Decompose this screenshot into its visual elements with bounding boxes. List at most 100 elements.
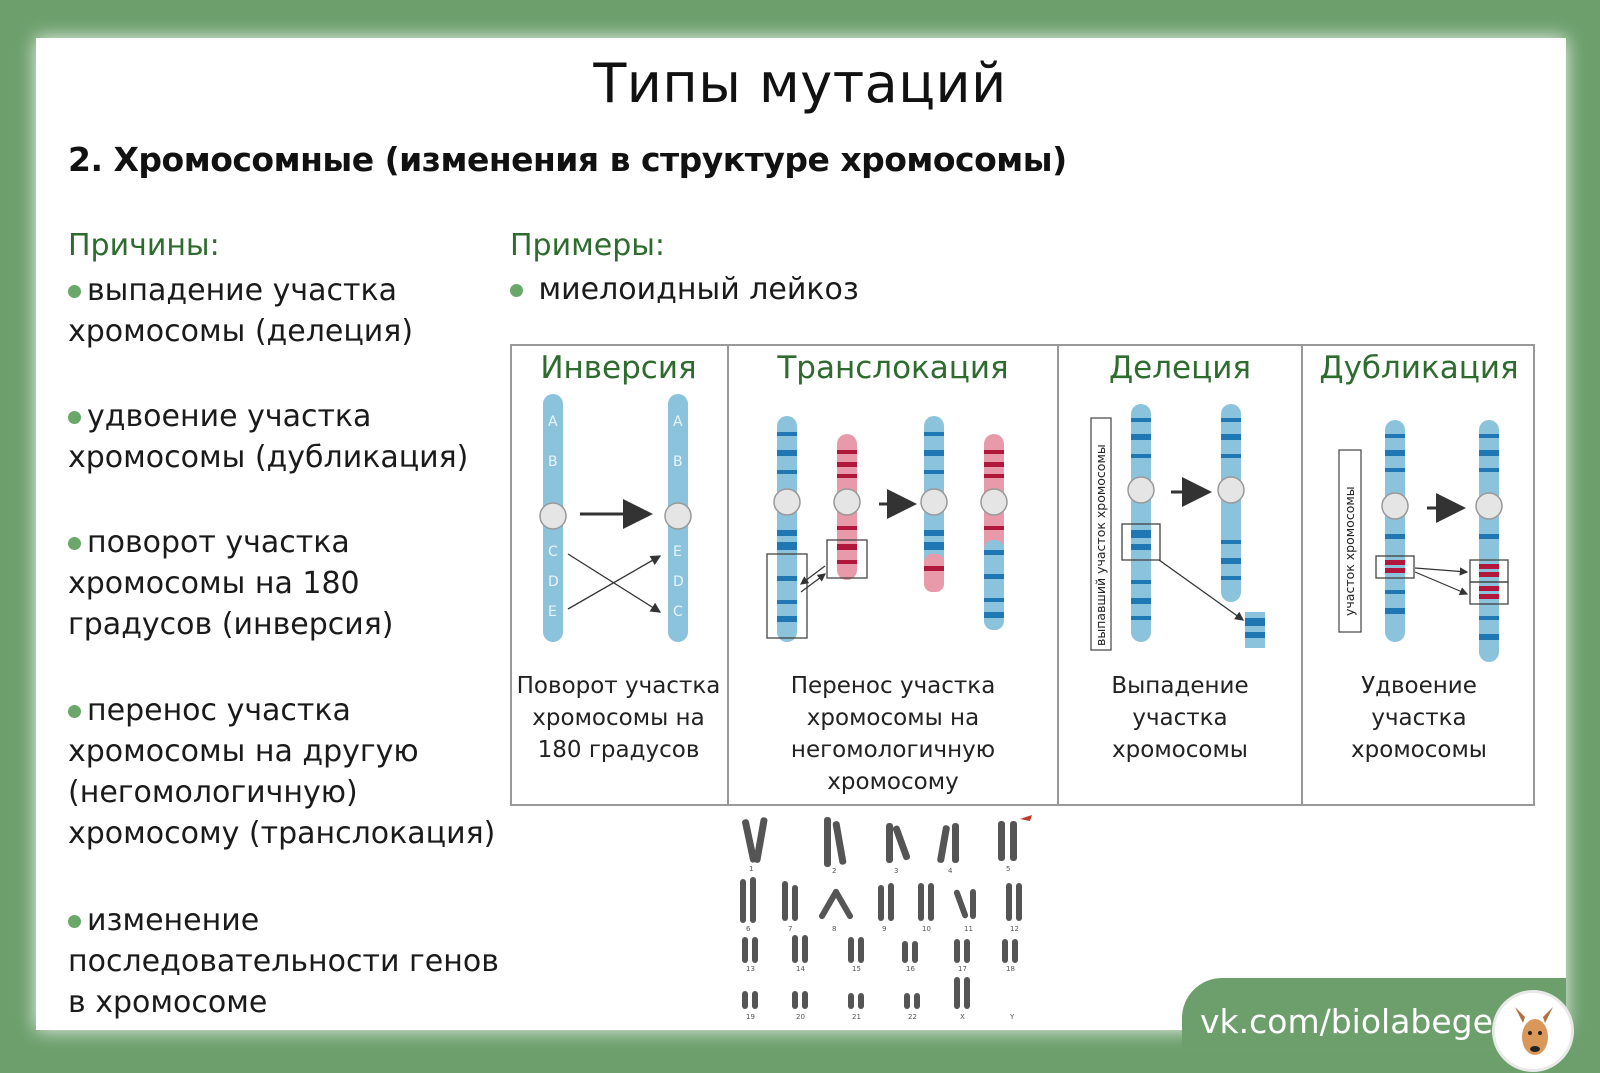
segment-box [1469,581,1509,605]
segment-box [766,553,808,639]
centromere [1127,476,1155,504]
centromere [773,488,801,516]
centromere [1217,476,1245,504]
chromosome [1385,420,1405,642]
panel-deletion: Делеция выпавший участок хромосомы Выпад… [1057,344,1301,806]
karyotype-number: 17 [958,965,967,973]
bullet-dot [510,284,523,297]
inversion-illustration: A B C D E A B E D C [539,394,692,642]
karyotype-number: 20 [796,1013,805,1021]
karyotype-number: 14 [796,965,805,973]
karyotype-number: X [960,1013,965,1021]
karyotype-number: 3 [894,867,898,875]
arrow-icon [1414,571,1469,596]
example-item: миелоидный лейкоз [510,272,859,307]
bullet-dot [68,915,81,928]
centromere [1475,492,1503,520]
bullet-dot [68,285,81,298]
arrow-icon [1158,559,1245,621]
karyotype-number: 16 [906,965,915,973]
karyotype-number: 22 [908,1013,917,1021]
panel-duplication: Дубликация участок хромосомы [1301,344,1535,806]
karyotype-number: 1 [749,865,753,873]
karyotype-number: 5 [1006,865,1010,873]
karyotype-number: 13 [746,965,755,973]
gene-label: A [548,414,558,430]
gene-label: B [673,454,683,470]
centromere [920,488,948,516]
panel-caption: Удвоение участка хромосомы [1351,673,1487,763]
karyotype-number: 18 [1006,965,1015,973]
centromere [539,502,567,530]
gene-label: D [548,574,559,590]
panel-title: Инверсия [540,350,697,386]
deer-logo-icon [1492,990,1574,1072]
karyotype-number: 7 [788,925,792,933]
watermark-link[interactable]: vk.com/biolabege [1200,1002,1493,1041]
cause-item-sequence-change: изменение последовательности генов в хро… [68,903,499,1020]
gene-label: B [548,454,558,470]
side-label-box [1090,417,1112,651]
karyotype-image: 1 2 3 4 5 6 7 8 9 10 11 12 13 14 15 16 1… [740,815,1032,1021]
panel-title: Транслокация [777,350,1009,386]
page-title: Типы мутаций [593,52,1007,115]
karyotype-number: 6 [746,925,751,933]
chromosome [777,416,797,642]
examples-heading: Примеры: [510,228,666,263]
karyotype-number: 2 [832,867,836,875]
side-label-box [1338,449,1362,633]
arrow-icon [800,573,826,593]
deletion-illustration: выпавший участок хромосомы [1090,404,1265,651]
karyotype-number: 19 [746,1013,755,1021]
panel-caption: Поворот участка хромосомы на 180 градусо… [516,673,721,763]
panel-caption: Выпадение участка хромосомы [1111,673,1249,763]
arrow-icon [567,555,662,610]
section-subtitle: 2. Хромосомные (изменения в структуре хр… [68,140,1067,179]
bullet-dot [68,705,81,718]
karyotype-number: 11 [964,925,973,933]
arrow-icon [1414,567,1469,576]
bullet-dot [68,537,81,550]
karyotype-number: Y [1009,1013,1015,1021]
centromere [833,488,861,516]
mutation-diagram [510,344,1535,806]
karyotype-number: 9 [882,925,886,933]
karyotype-number: 4 [948,867,953,875]
karyotype-number: 8 [832,925,836,933]
centromere [1381,492,1409,520]
segment-box [1375,555,1415,579]
causes-heading: Причины: [68,228,220,263]
cause-item-inversion: поворот участка хромосомы на 180 градусо… [68,525,394,642]
panel-translocation: Транслокация [727,344,1057,806]
gene-label: A [673,414,683,430]
slide-card [36,38,1566,1030]
duplication-illustration: участок хромосомы [1338,420,1509,662]
panel-inversion: Инверсия A B C D E A B E D C Поворот уча… [510,344,727,806]
panel-caption: Перенос участка хромосомы на негомологич… [790,673,996,795]
translocation-illustration [766,416,1008,642]
panel-title: Дубликация [1319,350,1519,386]
deleted-segment [1245,612,1265,648]
arrow-icon [800,565,826,585]
karyotype-number: 15 [852,965,861,973]
cause-item-translocation: перенос участка хромосомы на другую (нег… [68,693,496,851]
gene-label: E [673,544,682,560]
gene-label: E [548,604,557,620]
centromere [980,488,1008,516]
karyotype-number: 10 [922,925,931,933]
gene-label: C [548,544,558,560]
gene-label: C [673,604,683,620]
cause-item-deletion: выпадение участка хромосомы (делеция) [68,273,414,349]
karyotype-number: 12 [1010,925,1019,933]
segment-box [1121,523,1161,561]
chromosome [1479,420,1499,662]
gene-label: D [673,574,684,590]
side-label: выпавший участок хромосомы [1093,444,1108,646]
cause-item-duplication: удвоение участка хромосомы (дубликация) [68,399,469,475]
karyotype-number: 21 [852,1013,861,1021]
side-label: участок хромосомы [1342,486,1357,616]
panel-title: Делеция [1108,350,1252,386]
centromere [664,502,692,530]
segment-box [826,539,868,579]
bullet-dot [68,411,81,424]
